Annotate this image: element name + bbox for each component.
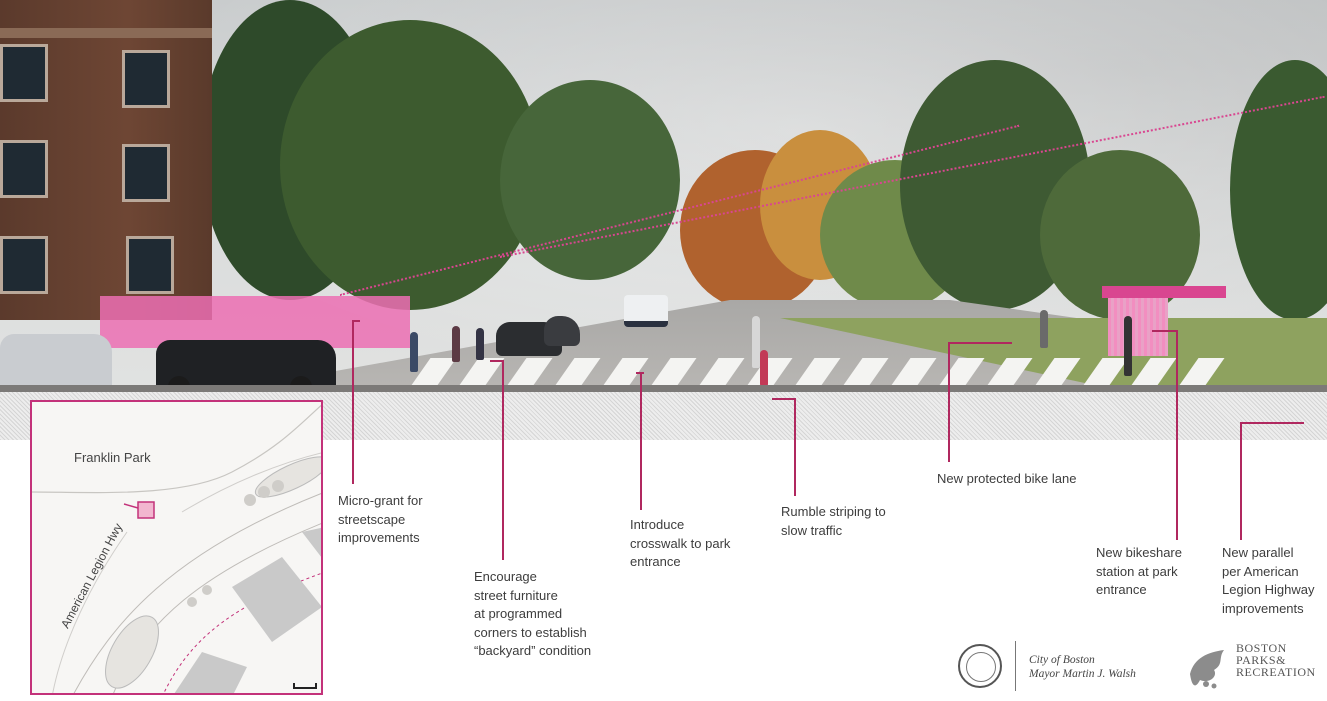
- crosswalk-stripe: [649, 358, 697, 388]
- scale-bar: [293, 683, 317, 689]
- callout-leader: [352, 320, 354, 484]
- tree: [500, 80, 680, 280]
- boston-parks-recreation-text: BOSTON PARKS& RECREATION: [1236, 641, 1316, 679]
- callout-tick: [352, 320, 360, 322]
- crosswalk-stripe: [1081, 358, 1129, 388]
- callout-tick: [948, 342, 1012, 344]
- callout-tick: [772, 398, 796, 400]
- callout-street-furniture: Encourage street furniture at programmed…: [474, 569, 592, 658]
- callout-parallel: New parallel per American Legion Highway…: [1222, 545, 1315, 616]
- callout-tick: [1152, 330, 1178, 332]
- pedestrian: [410, 332, 418, 372]
- brick-building: [0, 0, 212, 320]
- crosswalk-stripe: [793, 358, 841, 388]
- window: [0, 44, 48, 102]
- city-of-boston-text: City of Boston Mayor Martin J. Walsh: [1029, 654, 1136, 680]
- map-drawing: [32, 404, 321, 693]
- callout-bike-lane: New protected bike lane: [937, 471, 1077, 486]
- window: [122, 144, 170, 202]
- map-label-franklin-park: Franklin Park: [74, 450, 151, 465]
- crosswalk-stripe: [553, 358, 601, 388]
- bikeshare-shelter: [1102, 286, 1226, 356]
- crosswalk-stripe: [841, 358, 889, 388]
- pink-wall: [100, 296, 410, 348]
- window: [0, 236, 48, 294]
- crosswalk-stripe: [505, 358, 553, 388]
- callout-rumble-striping: Rumble striping to slow traffic: [781, 504, 886, 538]
- crosswalk-stripe: [889, 358, 937, 388]
- crosswalk-stripe: [937, 358, 985, 388]
- crosswalk-stripe: [1177, 358, 1225, 388]
- crosswalk-stripe: [1129, 358, 1177, 388]
- crosswalk-stripe: [457, 358, 505, 388]
- shelter-wall: [1108, 298, 1168, 356]
- tree: [1230, 60, 1327, 320]
- logo-divider: [1015, 641, 1016, 691]
- callout-tick: [490, 360, 502, 362]
- callout-leader: [502, 360, 504, 560]
- bus: [624, 295, 668, 327]
- callout-micro-grant: Micro-grant for streetscape improvements: [338, 493, 423, 545]
- callout-tick: [1240, 422, 1304, 424]
- tree: [280, 20, 540, 310]
- pedestrian: [476, 328, 484, 360]
- crosswalk-stripe: [985, 358, 1033, 388]
- callout-crosswalk: Introduce crosswalk to park entrance: [630, 517, 731, 569]
- callout-leader: [1176, 330, 1178, 540]
- cyclist: [1040, 310, 1048, 348]
- callout-leader: [948, 342, 950, 462]
- building-cornice: [0, 28, 212, 38]
- callout-leader: [794, 398, 796, 496]
- pedestrian: [452, 326, 460, 362]
- crosswalk-stripe: [1033, 358, 1081, 388]
- street-rendering: [0, 0, 1327, 440]
- parks-leaf-icon: [1190, 650, 1224, 689]
- callout-leader: [1240, 422, 1242, 540]
- child-scooter: [760, 350, 768, 386]
- crosswalk: [409, 358, 1300, 388]
- inset-site-map: Franklin Park American Legion Hwy: [30, 400, 323, 695]
- shelter-roof: [1102, 286, 1226, 298]
- window: [0, 140, 48, 198]
- callout-leader: [640, 372, 642, 510]
- callout-bikeshare: New bikeshare station at park entrance: [1096, 545, 1182, 597]
- cyclist: [1124, 316, 1132, 376]
- city-seal-icon: [958, 644, 1002, 688]
- window: [126, 236, 174, 294]
- window: [122, 50, 170, 108]
- curb: [0, 385, 1327, 393]
- crosswalk-stripe: [697, 358, 745, 388]
- pedestrian: [752, 316, 760, 368]
- parked-car: [544, 316, 580, 346]
